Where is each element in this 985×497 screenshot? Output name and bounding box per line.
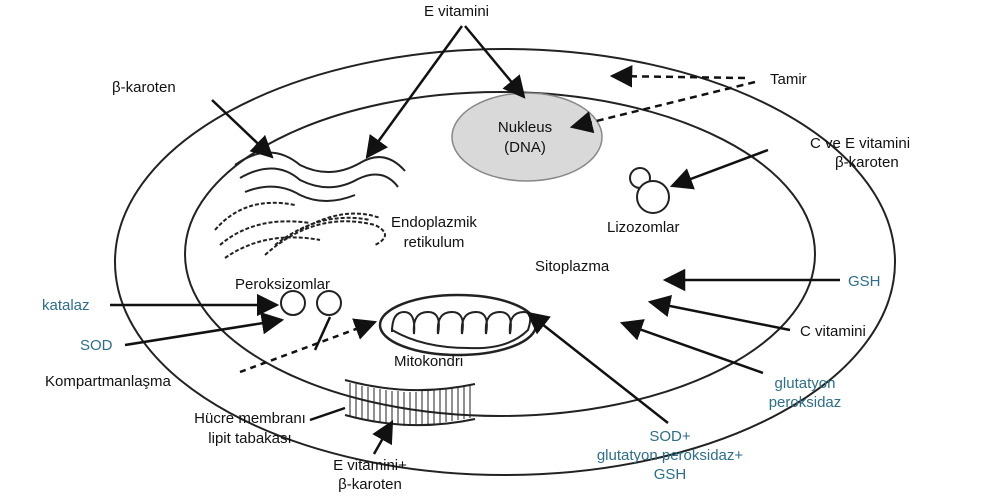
label-nukleus: Nukleus [480,118,570,137]
lysosome-large [637,181,669,213]
label-kompartmanlasma: Kompartmanlaşma [45,372,171,391]
arrow-cve-to-lysosome [672,150,768,186]
label-c-ve-e-vitamini: C ve E vitamini [810,134,910,153]
arrow-bkaroten-to-er [212,100,272,157]
label-dna: (DNA) [480,138,570,157]
arrow-evit-to-nucleus [465,26,524,97]
arrow-kompartman-to-mito [240,322,375,372]
lipid-bilayer-patch [345,380,475,426]
label-peroksizomlar: Peroksizomlar [235,275,330,294]
arrow-glut-to-cytoplasm [622,323,763,373]
arrow-evit-bottom-to-membrane [374,422,392,454]
label-e-vitamini-plus: E vitamini+ [310,456,430,475]
label-lizozomlar: Lizozomlar [607,218,680,237]
label-glutatyon-peroksidaz-plus: glutatyon peroksidaz+ [555,446,785,465]
label-lipit-tabakasi: lipit tabakası [185,429,315,448]
arrow-sod-to-peroxisome-right [315,317,330,350]
label-mitokondri: Mitokondri [394,352,463,371]
nucleus [452,93,602,181]
label-katalaz: katalaz [42,296,90,315]
peroxisome-left [281,291,305,315]
label-peroksidaz: peroksidaz [745,393,865,412]
arrow-sod-bottom-to-mito [528,313,668,423]
label-sod-plus: SOD+ [580,427,760,446]
label-beta-karoten-top: β-karoten [112,78,176,97]
arrow-sod-to-peroxisome [125,320,282,345]
label-beta-karoten-bottom: β-karoten [310,475,430,494]
arrow-tamir-to-nucleus [572,82,755,127]
label-e-vitamini-top: E vitamini [424,2,489,21]
label-gsh-bottom: GSH [580,465,760,484]
label-sitoplazma: Sitoplazma [535,257,609,276]
label-gsh-right: GSH [848,272,881,291]
arrow-membran-to-bilayer [310,408,345,420]
mitochondrion-outer [380,295,536,355]
arrow-tamir-to-membrane [612,76,745,78]
label-tamir: Tamir [770,70,807,89]
arrow-cvit-to-cytoplasm [650,302,790,330]
label-retikulum: retikulum [384,233,484,252]
peroxisome-right [317,291,341,315]
label-c-ve-e-beta-karoten: β-karoten [835,153,899,172]
label-c-vitamini: C vitamini [800,322,866,341]
label-endoplazmik: Endoplazmik [384,213,484,232]
arrow-evit-to-er [367,26,462,157]
rough-er [215,203,385,258]
label-hucre-membrani: Hücre membranı [185,409,315,428]
label-sod-left: SOD [80,336,113,355]
smooth-er [235,153,405,202]
label-glutatyon: glutatyon [745,374,865,393]
